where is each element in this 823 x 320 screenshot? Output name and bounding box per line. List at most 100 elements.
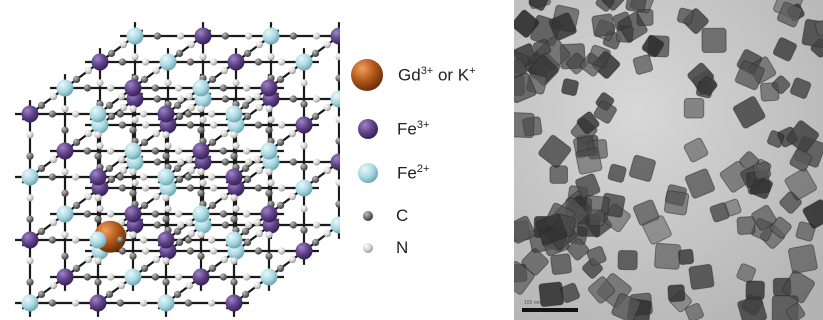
carbon-atom [244,49,252,58]
fe2-ion [192,79,210,97]
carbon-atom [129,189,137,197]
nitrogen-atom [94,257,102,265]
nanocube-particle [771,75,791,95]
carbon-atom [335,137,340,145]
nanocube-particle [576,111,600,135]
nitrogen-atom [323,41,331,49]
carbon-atom [289,95,297,103]
nitrogen-atom [152,256,160,264]
nitrogen-atom [61,231,69,239]
nitrogen-atom [96,79,104,87]
fe3-ion [295,116,313,134]
nitrogen-atom [313,158,321,166]
nitrogen-atom [232,142,240,150]
carbon-atom [153,32,161,40]
carbon-atom [277,201,285,209]
nanocube-particle [745,280,765,300]
nanocube-particle [514,9,540,38]
purple-sphere-icon [358,119,378,139]
carbon-atom [94,215,102,223]
carbon-atom [184,110,192,118]
carbon-atom [26,152,34,160]
carbon-atom [221,95,229,103]
carbon-atom [219,147,227,155]
carbon-atom [265,126,273,134]
carbon-atom [244,175,252,183]
legend-item-fe2: Fe2+ [357,162,429,184]
nitrogen-atom [253,219,261,227]
carbon-atom [242,101,250,109]
nanocube-particle [786,120,820,154]
nitrogen-atom [129,105,137,113]
nitrogen-atom [232,79,240,87]
fe2-ion [89,231,107,249]
nitrogen-atom [129,231,137,239]
carbon-atom [219,84,227,92]
nanocube-particle [586,246,607,267]
nitrogen-atom [131,53,139,61]
nitrogen-atom [177,32,185,40]
fe3-ion [89,168,107,186]
nanocube-particle [788,244,818,274]
nanocube-particle [514,215,536,244]
carbon-atom [48,236,57,244]
carbon-atom [277,264,285,272]
carbon-atom [254,184,262,192]
nanocube-particle [514,72,537,104]
fe2-ion [330,90,340,108]
small-gray-sphere-icon [363,211,373,221]
nitrogen-atom [230,194,238,202]
carbon-atom [184,173,192,181]
nitrogen-atom [300,205,308,213]
nitrogen-atom [142,121,150,129]
fe3-ion [225,168,243,186]
nitrogen-atom [177,158,185,166]
nanocube-particle [642,215,672,245]
nitrogen-atom [72,110,80,118]
nitrogen-atom [243,210,251,218]
nitrogen-atom [119,167,128,175]
nanocube-particle [538,134,572,168]
nitrogen-atom [187,167,195,175]
carbon-atom [186,247,194,255]
carbon-atom [254,58,262,66]
nitrogen-atom [84,193,92,201]
nanocube-particle [632,54,654,75]
fe3-ion [330,153,340,171]
nitrogen-atom [288,256,296,264]
nitrogen-atom [164,79,172,87]
legend-item-fe3: Fe3+ [357,118,429,140]
nitrogen-atom [313,32,321,40]
nanocube-particle [575,147,603,175]
nitrogen-atom [107,273,115,281]
carbon-atom [174,290,182,298]
nitrogen-atom [185,156,193,164]
nitrogen-atom [210,247,218,255]
nanocube-particle [607,163,627,183]
nitrogen-atom [265,168,273,176]
carbon-atom [105,164,114,172]
carbon-atom [300,163,308,171]
nanocube-particle [784,168,818,201]
legend-item-gd-k: Gd3+ or K+ [350,58,476,92]
nitrogen-atom [162,131,170,139]
nitrogen-atom [208,110,216,118]
nitrogen-atom [72,173,80,181]
fe3-ion [124,79,142,97]
carbon-atom [153,221,161,229]
carbon-atom [83,273,91,281]
nanocube-particle [667,284,686,303]
nitrogen-atom [199,53,207,61]
light-blue-sphere-icon [358,163,378,183]
nanocube-particle [683,97,705,119]
nitrogen-atom [253,282,261,290]
carbon-atom [26,278,34,286]
carbon-atom [230,278,238,286]
nitrogen-atom [245,221,253,229]
nanocube-particle [588,209,606,227]
nanocube-particle [550,253,572,276]
fe3-ion [56,268,74,286]
carbon-atom [277,75,285,83]
carbon-atom [118,247,126,255]
carbon-atom [37,227,46,235]
